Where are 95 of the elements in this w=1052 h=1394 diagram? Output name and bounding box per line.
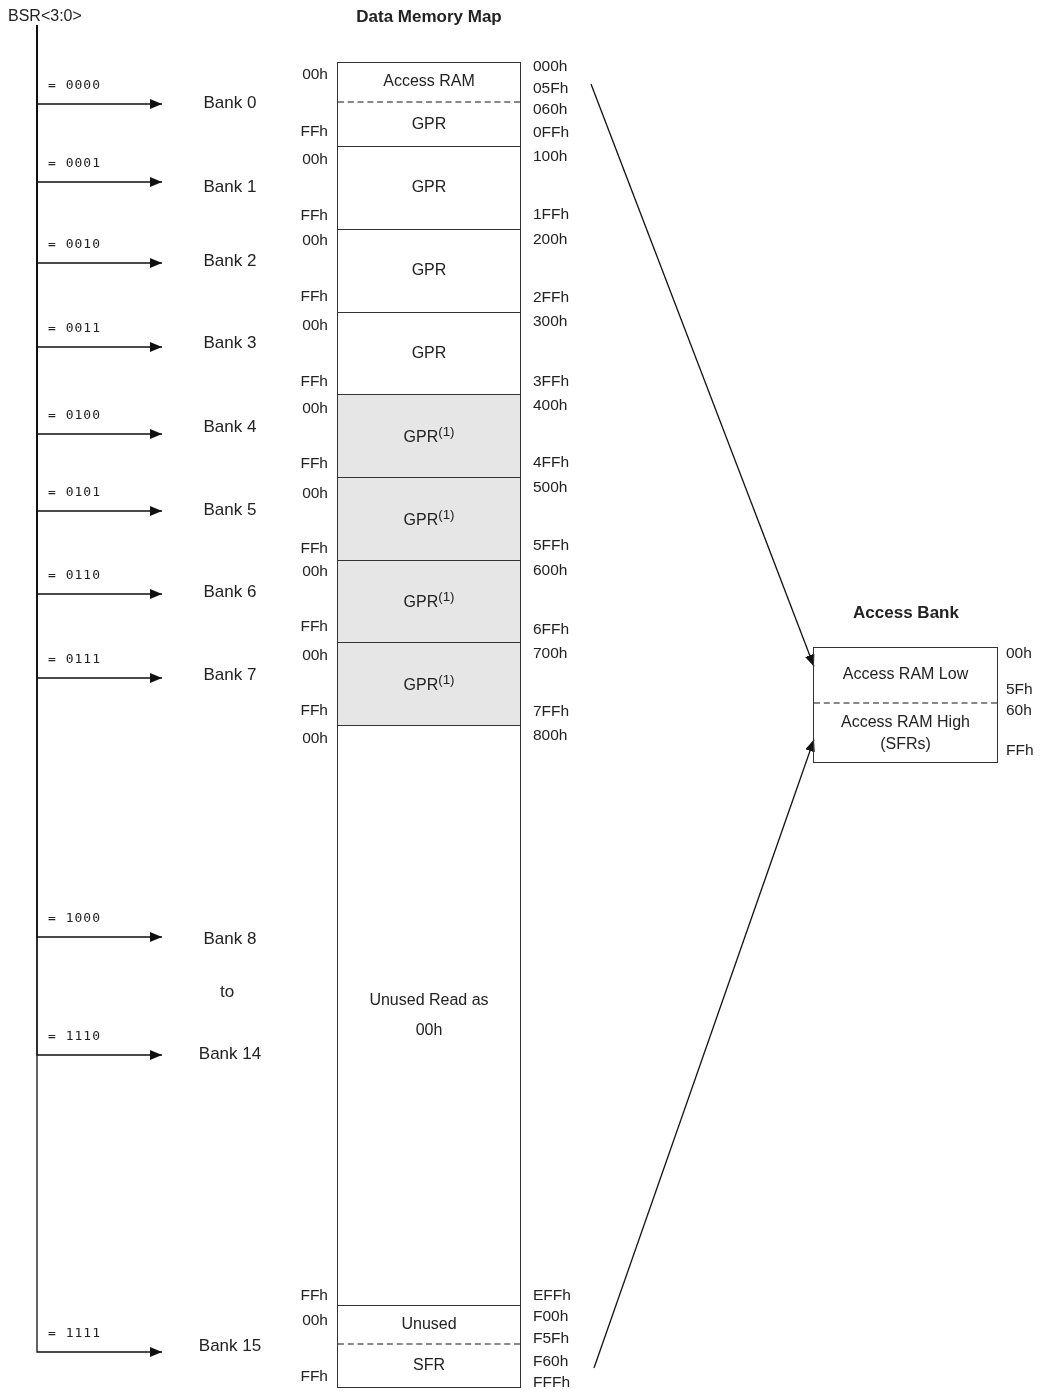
address-label: 4FFh bbox=[533, 453, 570, 471]
memory-region bbox=[338, 559, 520, 642]
region-label: Access RAM High (SFRs) bbox=[840, 711, 971, 754]
address-label: FFh bbox=[300, 539, 328, 557]
edge-label: = 0011 bbox=[48, 320, 101, 335]
memory-region bbox=[338, 641, 520, 725]
address-label: 800h bbox=[533, 726, 568, 744]
edge-label: = 0111 bbox=[48, 651, 101, 666]
edge-label: = 0000 bbox=[48, 77, 101, 92]
range-label: to bbox=[220, 983, 235, 1001]
address-label: 00h bbox=[302, 65, 328, 83]
bank-label: Bank 14 bbox=[162, 1044, 298, 1065]
address-label: 5FFh bbox=[533, 536, 570, 554]
address-label: FFh bbox=[1006, 741, 1034, 759]
address-label: FFh bbox=[300, 1286, 328, 1304]
edge-label: = 1000 bbox=[48, 910, 101, 925]
address-label: FFh bbox=[300, 372, 328, 390]
address-label: 00h bbox=[302, 399, 328, 417]
region-label: SFR bbox=[413, 1355, 445, 1376]
region-label: GPR bbox=[411, 113, 447, 134]
address-label: 7FFh bbox=[533, 702, 570, 720]
edge-label: = 0100 bbox=[48, 407, 101, 422]
address-label: 6FFh bbox=[533, 620, 570, 638]
address-label: 00h bbox=[302, 646, 328, 664]
arrow bbox=[36, 24, 163, 1357]
edge-label: = 0001 bbox=[48, 155, 101, 170]
address-label: 0FFh bbox=[533, 123, 570, 141]
region-label: GPR$^{(1)}$ bbox=[403, 588, 455, 613]
bank-label: Bank 15 bbox=[162, 1336, 298, 1357]
address-label: 1FFh bbox=[533, 205, 570, 223]
address-label: 00h bbox=[302, 1311, 328, 1329]
address-label: FFh bbox=[300, 701, 328, 719]
bank-label: Bank 7 bbox=[162, 665, 298, 686]
address-label: 00h bbox=[302, 729, 328, 747]
address-label: 5Fh bbox=[1006, 680, 1033, 698]
bank-label: Bank 3 bbox=[162, 333, 298, 354]
address-label: 00h bbox=[302, 150, 328, 168]
address-label: 400h bbox=[533, 396, 568, 414]
address-label: 00h bbox=[302, 562, 328, 580]
section-heading: Data Memory Map bbox=[355, 7, 503, 28]
memory-region bbox=[338, 476, 520, 560]
address-label: 60h bbox=[1006, 701, 1032, 719]
address-label: F00h bbox=[533, 1307, 569, 1325]
address-label: 600h bbox=[533, 561, 568, 579]
address-label: FFh bbox=[300, 122, 328, 140]
address-label: 00h bbox=[302, 231, 328, 249]
edge-label: = 1110 bbox=[48, 1028, 101, 1043]
address-label: F60h bbox=[533, 1352, 569, 1370]
address-label: 00h bbox=[302, 316, 328, 334]
address-label: 060h bbox=[533, 100, 568, 118]
bank-label: Bank 2 bbox=[162, 251, 298, 272]
edge-label: = 1111 bbox=[48, 1325, 101, 1340]
address-label: EFFh bbox=[533, 1286, 571, 1304]
address-label: 00h bbox=[302, 484, 328, 502]
address-label: 200h bbox=[533, 230, 568, 248]
region-label: Unused bbox=[401, 1313, 457, 1334]
address-label: FFh bbox=[300, 617, 328, 635]
address-label: 300h bbox=[533, 312, 568, 330]
region-label: Unused Read as 00h bbox=[368, 989, 490, 1040]
region-label: GPR$^{(1)}$ bbox=[403, 422, 455, 448]
address-label: 100h bbox=[533, 147, 568, 165]
region-label: Access RAM bbox=[383, 70, 475, 91]
edge-label: = 0010 bbox=[48, 236, 101, 251]
address-label: FFh bbox=[300, 1367, 328, 1385]
region-label: GPR$^{(1)}$ bbox=[403, 670, 455, 696]
bank-label: Bank 0 bbox=[162, 93, 298, 114]
address-label: FFh bbox=[300, 454, 328, 472]
region-label: GPR$^{(1)}$ bbox=[403, 505, 455, 531]
region-label: Access RAM Low bbox=[842, 663, 969, 684]
bank-label: Bank 5 bbox=[162, 500, 298, 521]
memory-region bbox=[338, 393, 520, 477]
address-label: FFh bbox=[300, 206, 328, 224]
section-heading: Access Bank bbox=[852, 603, 960, 624]
bank-label: Bank 8 bbox=[162, 929, 298, 950]
address-label: FFFh bbox=[533, 1373, 571, 1391]
address-label: 500h bbox=[533, 478, 568, 496]
bank-label: Bank 6 bbox=[162, 582, 298, 603]
address-label: FFh bbox=[300, 287, 328, 305]
arrow bbox=[590, 83, 815, 668]
bank-label: Bank 4 bbox=[162, 417, 298, 438]
address-label: F5Fh bbox=[533, 1329, 570, 1347]
region-label: GPR bbox=[411, 177, 447, 198]
address-label: 05Fh bbox=[533, 79, 569, 97]
arrow bbox=[593, 738, 815, 1369]
region-label: GPR bbox=[411, 342, 447, 363]
address-label: 3FFh bbox=[533, 372, 570, 390]
region-label: GPR bbox=[411, 260, 447, 281]
address-label: 00h bbox=[1006, 644, 1032, 662]
address-label: 000h bbox=[533, 57, 568, 75]
address-label: 2FFh bbox=[533, 288, 570, 306]
edge-label: = 0110 bbox=[48, 567, 101, 582]
edge-label: = 0101 bbox=[48, 484, 101, 499]
address-label: 700h bbox=[533, 644, 568, 662]
bank-label: Bank 1 bbox=[162, 177, 298, 198]
register-label: BSR<3:0> bbox=[8, 6, 82, 26]
